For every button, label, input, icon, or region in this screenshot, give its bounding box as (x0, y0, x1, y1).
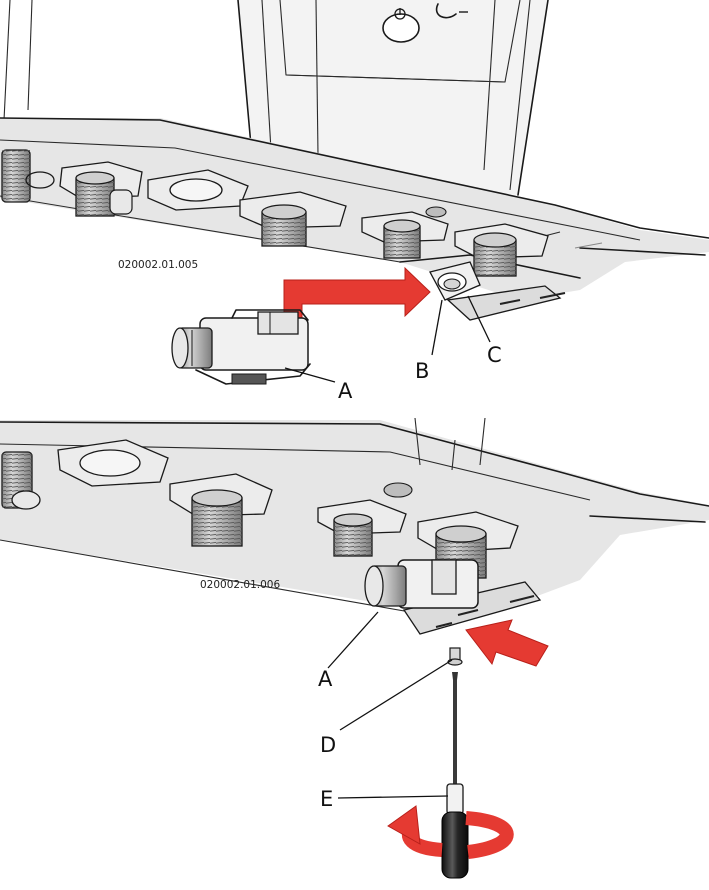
callout-a-top: A (338, 379, 353, 403)
blank-plug-bottom (57, 439, 169, 487)
rotation-arrow (387, 805, 514, 859)
mounting-socket (429, 261, 481, 301)
reference-code-bottom: 020002.01.006 (200, 579, 280, 591)
bottom-figure: 020002.01.006 A D E (0, 417, 709, 879)
filling-cock (171, 309, 311, 385)
leader-b (431, 299, 443, 356)
leader-e (337, 795, 449, 799)
callout-c: C (487, 343, 502, 367)
push-arrow (465, 619, 549, 667)
fitting-2 (239, 191, 347, 247)
fitting-1-bottom (169, 473, 273, 547)
screwdriver (441, 672, 469, 879)
insertion-arrow (283, 266, 431, 319)
callout-e: E (320, 787, 333, 811)
filling-cock-installed (364, 559, 479, 609)
fitting-3 (361, 206, 449, 259)
leader-a-top (284, 367, 336, 383)
leader-c (467, 295, 491, 343)
callout-d: D (320, 733, 336, 757)
callout-b: B (415, 359, 429, 383)
fitting-4 (454, 223, 549, 277)
boiler-casing (3, 0, 549, 196)
callout-a-bottom: A (318, 667, 333, 691)
fitting-left-edge-bottom (1, 451, 41, 510)
reference-code-top: 020002.01.005 (118, 259, 198, 271)
leader-a-bottom (327, 611, 379, 669)
leader-d (339, 659, 453, 731)
fitting-1 (59, 161, 143, 217)
retaining-screw (447, 647, 463, 666)
control-knob (382, 3, 468, 43)
fitting-left-edge (1, 149, 55, 203)
blank-plug (147, 169, 249, 211)
top-figure: 020002.01.005 A B C (0, 0, 709, 403)
fitting-2-bottom (317, 482, 413, 557)
